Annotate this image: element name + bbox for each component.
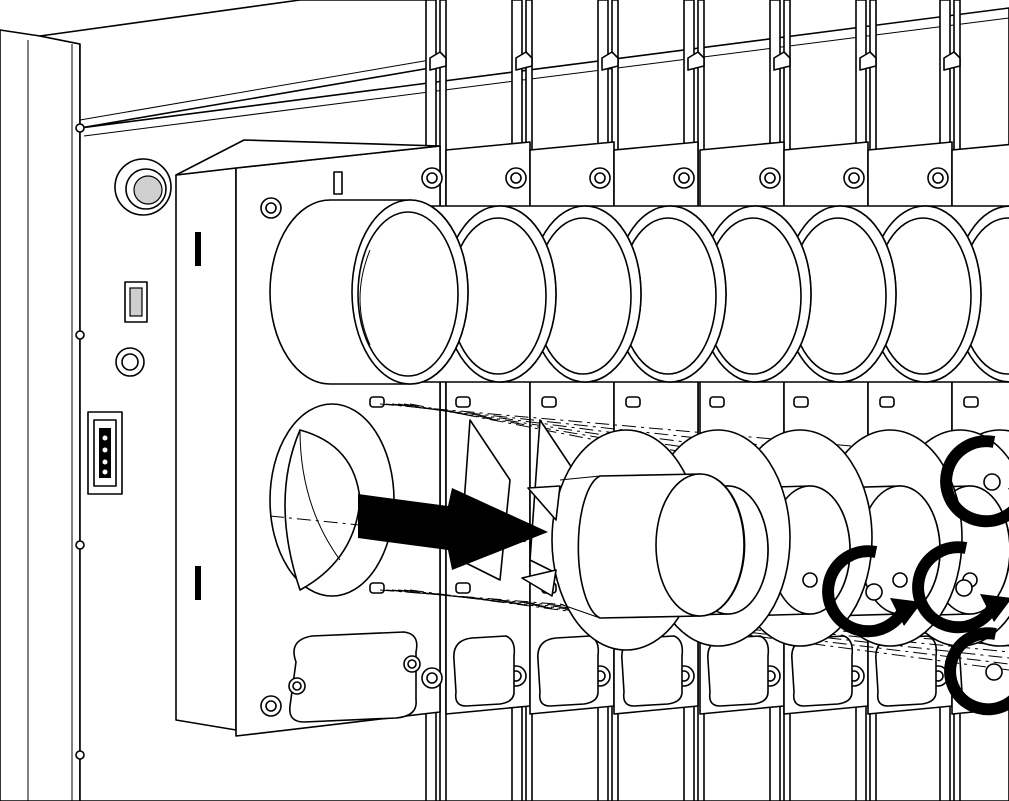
riser-bracket: [515, 51, 533, 71]
guide-stud: [709, 396, 725, 408]
rotation-arrowhead: [980, 594, 1009, 622]
plate-bolt-inner: [594, 172, 606, 184]
rotation-arc: [940, 435, 1009, 528]
rotation-nut: [865, 583, 883, 601]
tube-plate-side: [175, 167, 237, 731]
riser-bracket: [943, 51, 961, 71]
guide-stud: [541, 396, 557, 408]
upper-tube-row: [269, 199, 1009, 385]
screw: [75, 330, 85, 340]
housing-left-column: [0, 29, 81, 801]
plate-bolts: [260, 167, 443, 717]
riser-bracket: [859, 51, 877, 71]
rotation-arrowhead: [890, 598, 922, 626]
guide-stud: [369, 582, 385, 594]
locating-pin: [333, 171, 343, 195]
sight-glass: [114, 158, 172, 216]
housing-rail-screws: [75, 123, 85, 760]
guide-stud: [793, 396, 809, 408]
indicator-lamp: [121, 353, 139, 371]
rotation-nut: [955, 579, 973, 597]
rotation-arc: [912, 541, 1002, 634]
tube-plate-top: [175, 139, 441, 176]
cap-edge: [559, 475, 601, 619]
module-cover-plate: [453, 635, 516, 707]
upper-tube: [269, 199, 469, 385]
cap-nut: [802, 572, 818, 588]
guide-stud: [879, 396, 895, 408]
screw: [75, 750, 85, 760]
plate-bolt-inner: [678, 172, 690, 184]
housing-front-seam: [83, 17, 1009, 137]
riser-bracket: [601, 51, 619, 71]
rotation-arrow: [912, 541, 1009, 634]
cap-nut: [892, 572, 908, 588]
rotation-arc: [822, 545, 912, 638]
rotation-arrow: [822, 545, 922, 638]
module-cover-plate: [537, 635, 600, 707]
cap-clip: [521, 569, 557, 597]
guide-stud: [369, 396, 385, 408]
plate-bolt-inner: [764, 172, 776, 184]
cleaning-cover-plate: [288, 631, 418, 723]
cap-end: [655, 473, 745, 617]
plate-bolt-inner: [932, 172, 944, 184]
screw: [75, 123, 85, 133]
riser-bracket: [687, 51, 705, 71]
rotation-nut: [983, 473, 1001, 491]
screw: [75, 540, 85, 550]
tube-bore-shade: [359, 249, 371, 346]
plate-bolt-inner: [510, 172, 522, 184]
riser-bracket: [773, 51, 791, 71]
rotation-nut: [985, 663, 1003, 681]
lower-tube-opening: [269, 403, 395, 597]
plate-bolt-inner: [848, 172, 860, 184]
housing-top-seam: [79, 59, 431, 121]
guide-stud: [455, 582, 471, 594]
guide-stud: [625, 396, 641, 408]
cap-clip: [527, 485, 561, 521]
plate-slot-lower: [195, 566, 201, 600]
insertion-arrow: [358, 488, 548, 570]
terminal-connector: [87, 411, 123, 495]
switch-button: [129, 287, 143, 317]
guide-stud: [963, 396, 979, 408]
upper-tube: [583, 205, 727, 383]
plate-slot-upper: [195, 232, 201, 266]
rotation-arrow: [940, 435, 1009, 528]
guide-stud: [455, 396, 471, 408]
tube-bore: [357, 211, 459, 377]
riser-bracket: [429, 51, 447, 71]
turbulator-cap-front: [521, 429, 746, 651]
